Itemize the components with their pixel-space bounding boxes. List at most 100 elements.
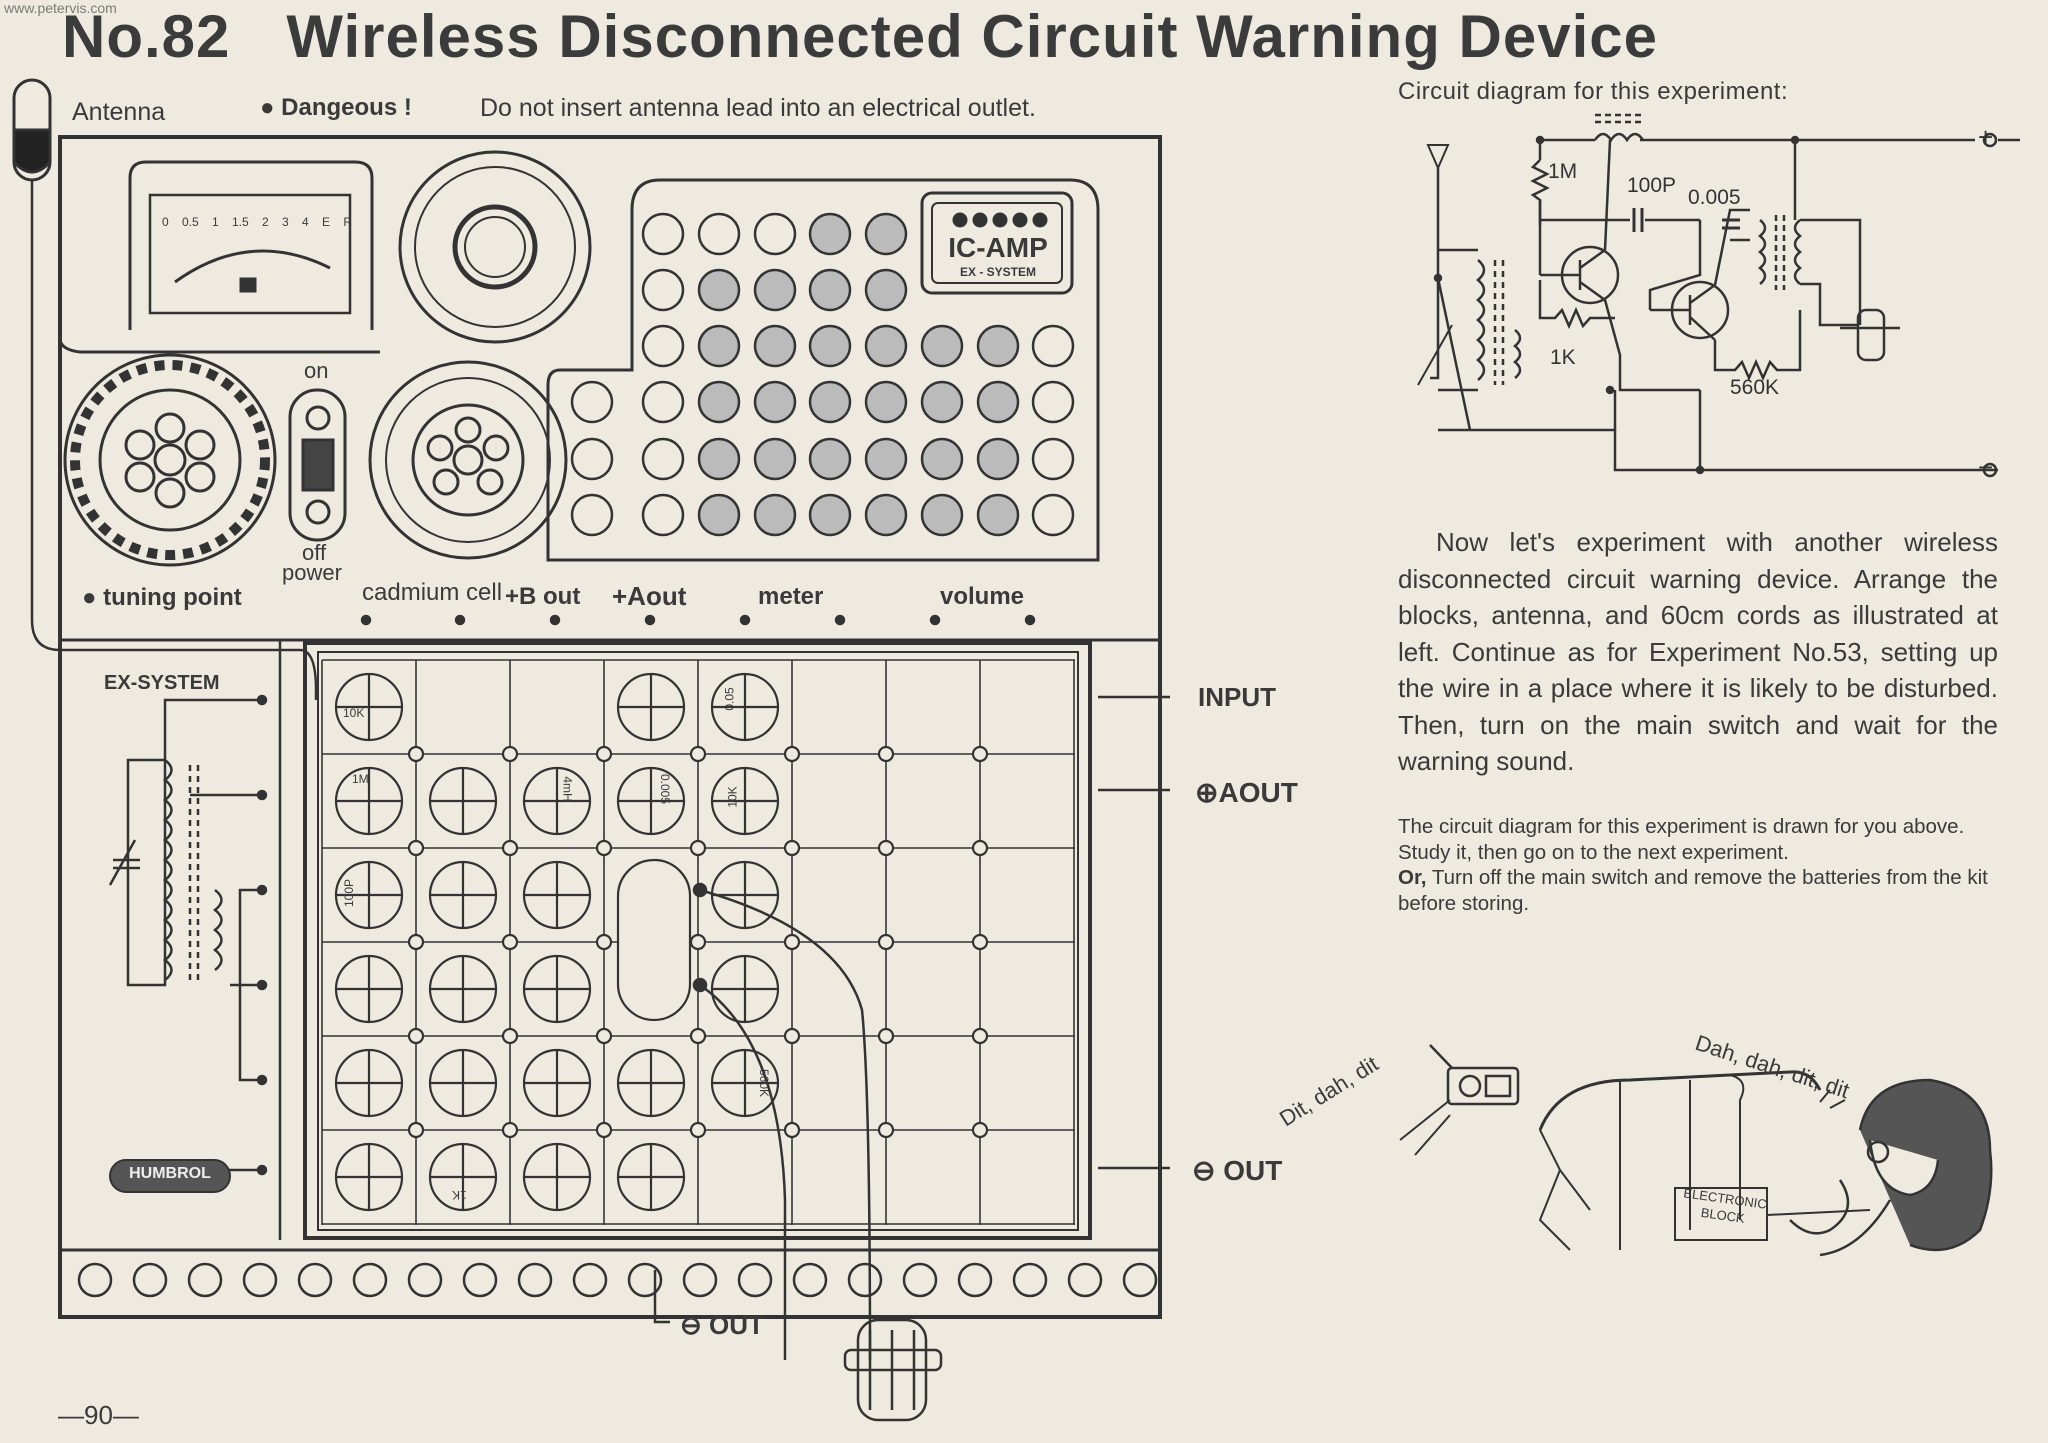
circuit-block xyxy=(522,1048,592,1118)
aout-label: ⊕AOUT xyxy=(1195,777,1298,808)
grille-hole xyxy=(570,380,614,424)
experiment-number: No.82 xyxy=(62,3,231,70)
terminal-markers xyxy=(360,614,1036,626)
bottom-hole xyxy=(462,1262,498,1298)
terminal-label-cadmium: cadmium cell xyxy=(362,579,503,606)
board-pin xyxy=(501,745,519,763)
board-pin xyxy=(501,839,519,857)
bottom-hole xyxy=(77,1262,113,1298)
transformer-block xyxy=(616,858,692,1022)
circuit-block xyxy=(710,954,780,1024)
board-pin xyxy=(783,933,801,951)
circuit-block xyxy=(616,672,686,742)
cd-label-560k: 560K xyxy=(1730,376,1780,399)
grille-hole xyxy=(920,380,964,424)
bottom-hole xyxy=(737,1262,773,1298)
cartoon-left-text: Dit, dah, dit xyxy=(1275,1051,1383,1132)
circuit-block xyxy=(334,1048,404,1118)
radio-icon xyxy=(1429,1044,1520,1106)
block-value-1m: 1M xyxy=(352,772,369,786)
board-pin xyxy=(689,745,707,763)
circuit-block xyxy=(616,1142,686,1212)
grille-hole xyxy=(641,437,685,481)
board-pin xyxy=(877,745,895,763)
grille-hole xyxy=(864,493,908,537)
speaker-grille xyxy=(546,178,1100,562)
grille-hole xyxy=(570,437,614,481)
bottom-hole xyxy=(1067,1262,1103,1298)
block-value-0005: 0.005 xyxy=(658,773,673,805)
block-board xyxy=(303,641,1092,1240)
board-pin xyxy=(971,933,989,951)
bottom-hole xyxy=(1012,1262,1048,1298)
bottom-hole xyxy=(572,1262,608,1298)
cd-label-100p: 100P xyxy=(1627,174,1677,197)
bottom-hole xyxy=(297,1262,333,1298)
grille-hole xyxy=(864,212,908,256)
ic-amp-badge xyxy=(920,191,1074,295)
board-pin xyxy=(971,745,989,763)
circuit-block xyxy=(522,954,592,1024)
grille-hole xyxy=(753,493,797,537)
circuit-block xyxy=(522,766,592,836)
circuit-block xyxy=(334,954,404,1024)
out-label: ⊖ OUT xyxy=(1192,1155,1283,1186)
grille-hole xyxy=(1031,437,1075,481)
tuning-point-label: ● tuning point xyxy=(82,584,242,611)
grille-hole xyxy=(697,380,741,424)
board-pin xyxy=(783,839,801,857)
grille-hole xyxy=(641,324,685,368)
kit-case xyxy=(58,135,1162,1319)
grille-hole xyxy=(808,212,852,256)
board-pin xyxy=(877,1027,895,1045)
board-pin xyxy=(971,1121,989,1139)
grille-hole xyxy=(976,324,1020,368)
grille-hole xyxy=(753,380,797,424)
block-value-10k-b: 10K xyxy=(725,786,740,808)
board-pin xyxy=(689,933,707,951)
terminal-label-aout: +Aout xyxy=(612,581,687,611)
board-pin xyxy=(783,1121,801,1139)
board-pin xyxy=(877,839,895,857)
bottom-hole xyxy=(187,1262,223,1298)
switch-off-label: off xyxy=(302,540,327,565)
board-pin xyxy=(407,1027,425,1045)
board-pin xyxy=(783,745,801,763)
circuit-block xyxy=(334,766,404,836)
block-value-4mh: 4mH xyxy=(560,776,575,802)
antenna-icon xyxy=(12,78,318,700)
bottom-hole xyxy=(242,1262,278,1298)
board-pin xyxy=(595,839,613,857)
bottom-hole xyxy=(627,1262,663,1298)
cd-label-1m: 1M xyxy=(1548,160,1578,183)
grille-hole xyxy=(753,268,797,312)
board-pin xyxy=(407,933,425,951)
board-pin xyxy=(595,933,613,951)
page-number: —90— xyxy=(58,1400,139,1430)
person-icon xyxy=(1789,1078,1993,1257)
bottom-hole xyxy=(682,1262,718,1298)
bottom-hole xyxy=(1122,1262,1158,1298)
grille-hole xyxy=(920,493,964,537)
circuit-block xyxy=(710,672,780,742)
grille-hole xyxy=(641,268,685,312)
circuit-block xyxy=(428,1048,498,1118)
danger-text: Do not insert antenna lead into an elect… xyxy=(480,94,1036,122)
terminal-label-volume: volume xyxy=(940,583,1025,610)
board-pin xyxy=(971,839,989,857)
circuit-block xyxy=(428,860,498,930)
grille-hole xyxy=(864,268,908,312)
grille-hole xyxy=(697,493,741,537)
speaker-icon xyxy=(398,150,592,344)
grille-hole xyxy=(641,212,685,256)
bottom-hole xyxy=(407,1262,443,1298)
grille-hole xyxy=(976,380,1020,424)
block-value-10k-a: 10K xyxy=(343,706,365,720)
bottom-hole xyxy=(352,1262,388,1298)
cd-label-0005: 0.005 xyxy=(1688,186,1741,209)
cd-label-plus: + xyxy=(1978,122,1994,152)
cartoon-illustration xyxy=(1399,1044,1993,1257)
grille-hole xyxy=(570,493,614,537)
tuning-dial-icon xyxy=(63,353,277,567)
